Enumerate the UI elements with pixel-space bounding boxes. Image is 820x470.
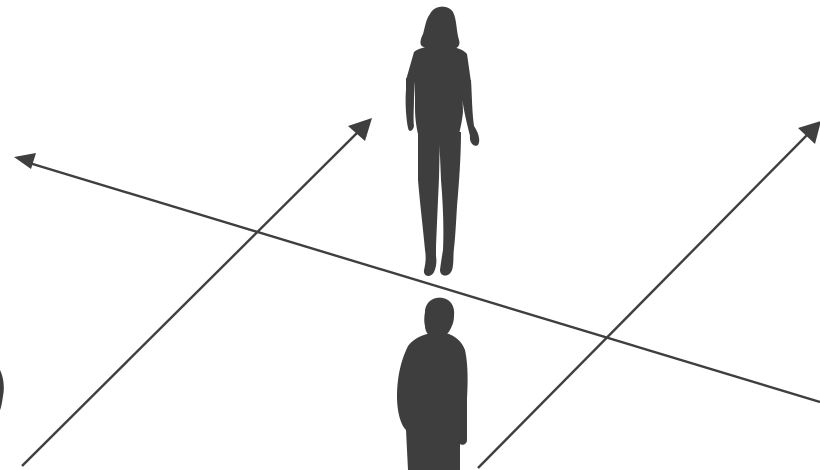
arrow-up-right-right-shaft <box>478 130 812 468</box>
standing-man-silhouette-icon <box>397 298 468 470</box>
arrow-up-right-left-shaft <box>22 127 363 466</box>
arrow-left-head-icon <box>14 153 36 169</box>
partial-figure-silhouette-icon <box>0 370 4 410</box>
standing-woman-silhouette-icon <box>406 7 480 276</box>
arrow-up-right-left <box>22 118 372 466</box>
arrow-up-right-right <box>478 121 820 468</box>
